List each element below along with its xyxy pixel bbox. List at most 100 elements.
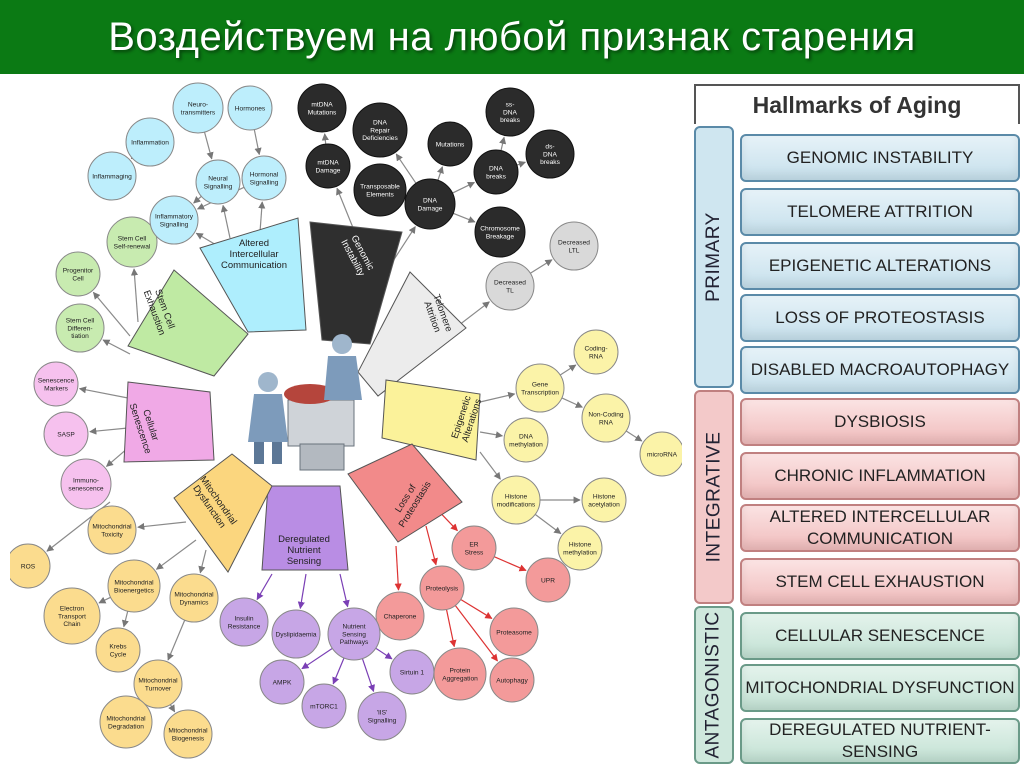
connector-arrow — [121, 611, 129, 628]
diagram-node: UPR — [525, 557, 571, 603]
connector-arrow — [339, 573, 350, 608]
connector-arrow — [499, 136, 507, 151]
connector-arrow — [479, 451, 501, 480]
node-label: Inflammaging — [92, 173, 132, 180]
group-antagonistic-label: ANTAGONISTIC — [703, 611, 725, 759]
connector-arrow — [102, 339, 131, 355]
node-label: microRNA — [647, 451, 678, 458]
node-label: Inflammation — [131, 139, 169, 146]
node-label: UPR — [541, 577, 555, 584]
connector-arrow — [425, 525, 438, 566]
connector-arrow — [137, 521, 187, 531]
page-title: Воздействуем на любой признак старения — [108, 14, 916, 59]
diagram-node: Autophagy — [489, 657, 535, 703]
segment-mito: MitochondrialDysfunction — [173, 453, 273, 573]
node-label: mTORC1 — [310, 703, 338, 710]
node-label: Dyslipidaemia — [275, 631, 316, 638]
connector-arrow — [193, 195, 202, 204]
segment-proteostasis: Loss ofProteostasis — [347, 443, 463, 543]
node-label: ROS — [21, 563, 36, 570]
group-antagonistic: ANTAGONISTIC — [694, 606, 734, 764]
connector-arrow — [361, 658, 375, 693]
node-label: AMPK — [273, 679, 292, 686]
diagram-node: SASP — [43, 411, 89, 457]
connector-arrow — [198, 549, 207, 574]
hallmarks-header: Hallmarks of Aging — [694, 84, 1020, 124]
connector-arrow — [559, 364, 577, 376]
connector-arrow — [625, 430, 643, 442]
connector-arrow — [321, 133, 329, 145]
node-label: Chaperone — [384, 613, 417, 620]
connector-arrow — [454, 605, 498, 662]
node-label: Neuro-transmitters — [181, 101, 216, 116]
diagram-node: Inflammaging — [87, 151, 137, 201]
node-label: Immuno-senescence — [68, 477, 104, 492]
diagram-node: Neuro-transmitters — [172, 82, 224, 134]
diagram-node: Mutations — [427, 121, 473, 167]
connector-arrow — [452, 181, 476, 194]
group-primary: PRIMARY — [694, 126, 734, 388]
lab-workers-illustration — [248, 334, 362, 471]
node-label: Autophagy — [496, 677, 528, 684]
hallmark-item: GENOMIC INSTABILITY — [740, 134, 1020, 182]
connector-arrow — [203, 131, 214, 160]
connector-arrow — [98, 596, 111, 604]
hallmark-item: LOSS OF PROTEOSTASIS — [740, 294, 1020, 342]
connector-arrow — [258, 201, 266, 233]
diagram-node: ROS — [10, 543, 51, 589]
diagram-node: Chaperone — [375, 591, 425, 641]
connector-arrow — [256, 573, 273, 601]
connector-arrow — [167, 619, 186, 661]
node-label: Hormones — [235, 105, 266, 112]
connector-arrow — [332, 657, 345, 685]
diagram-node: Proteasome — [489, 607, 539, 657]
hallmark-item: EPIGENETIC ALTERATIONS — [740, 242, 1020, 290]
connector-arrow — [452, 212, 476, 223]
connector-arrow — [561, 397, 583, 408]
diagram-node: Dyslipidaemia — [271, 609, 321, 659]
diagram-node: Immuno-senescence — [60, 458, 112, 510]
diagram-node: Hormones — [227, 85, 273, 131]
title-bar: Воздействуем на любой признак старения — [0, 0, 1024, 74]
